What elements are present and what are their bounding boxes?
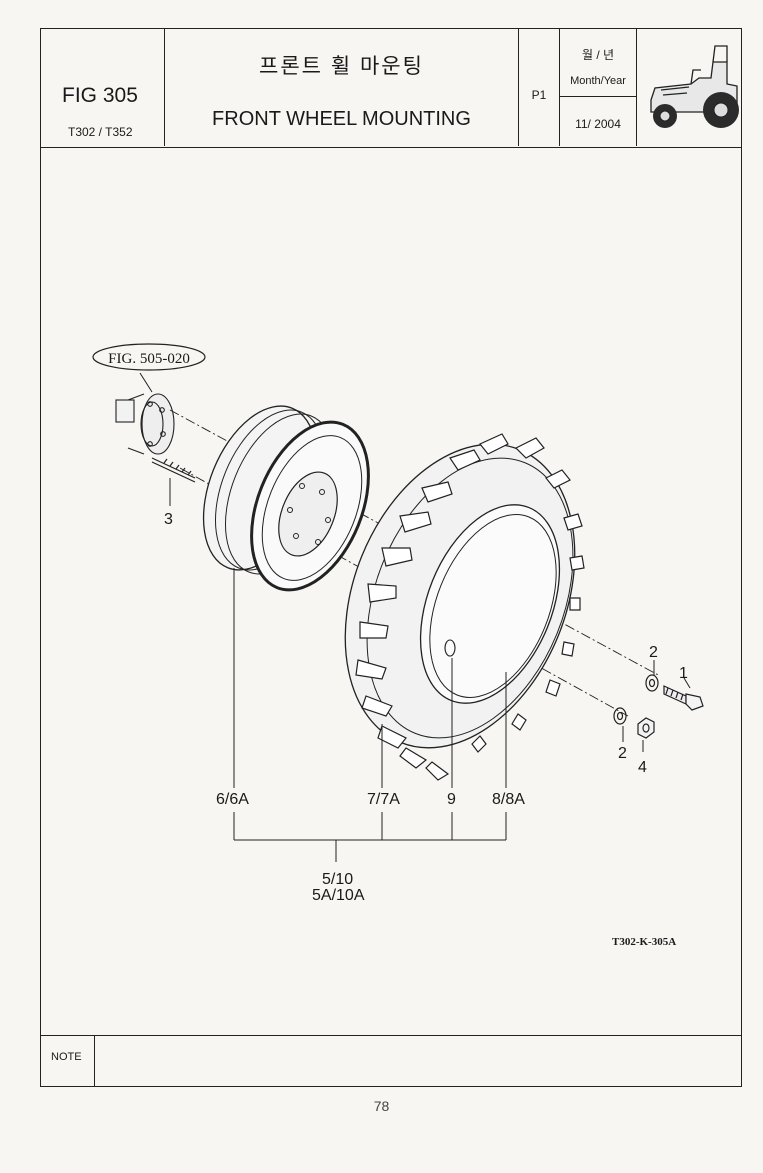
drawing-code: T302-K-305A — [612, 936, 677, 948]
date-divider — [560, 96, 636, 97]
tractor-icon — [650, 45, 739, 128]
date-label: Month/Year — [570, 75, 626, 87]
wheel-rim — [202, 405, 370, 592]
callout-2-lower: 2 — [618, 745, 627, 762]
model-numbers: T302 / T352 — [68, 125, 133, 139]
english-title: FRONT WHEEL MOUNTING — [212, 108, 471, 130]
title-block: FIG 305 T302 / T352 프론트 휠 마운팅 FRONT WHEE… — [40, 28, 742, 148]
svg-text:FIG. 505-020: FIG. 505-020 — [108, 351, 190, 367]
stud-bolt — [151, 457, 196, 483]
washer — [613, 674, 659, 725]
sheet-number: P1 — [531, 88, 547, 102]
callout-3: 3 — [164, 511, 173, 528]
figure-cell: FIG 305 T302 / T352 — [40, 28, 165, 146]
note-label: NOTE — [51, 1051, 82, 1063]
bolt — [663, 685, 704, 711]
note-field — [95, 1036, 742, 1086]
callout-8-8a: 8/8A — [492, 791, 525, 808]
page-number: 78 — [373, 1098, 390, 1114]
date-cell: 월 / 년 Month/Year 11/ 2004 — [560, 28, 637, 146]
note-row: NOTE — [40, 1035, 742, 1087]
callout-7-7a: 7/7A — [367, 791, 400, 808]
fig-reference-label: FIG. 505-020 — [92, 343, 206, 371]
thumbnail-cell — [637, 28, 742, 146]
korean-title: 프론트 휠 마운팅 — [259, 55, 424, 78]
callout-5a-10a: 5A/10A — [312, 887, 365, 904]
callout-6-6a: 6/6A — [216, 791, 249, 808]
date-value: 11/ 2004 — [575, 117, 621, 131]
callout-2-upper: 2 — [649, 644, 658, 661]
page-frame — [40, 28, 742, 1087]
callout-5-10: 5/10 — [322, 871, 353, 888]
callout-9: 9 — [447, 791, 456, 808]
figure-number: FIG 305 — [62, 84, 138, 107]
exploded-view-diagram: FIG. 505-020 — [92, 343, 704, 904]
nut — [637, 717, 655, 739]
title-cell: 프론트 휠 마운팅 FRONT WHEEL MOUNTING — [165, 28, 519, 146]
page-cell: P1 — [519, 28, 560, 146]
tube-valve — [444, 639, 456, 657]
hub-flange — [115, 393, 175, 455]
note-label-cell: NOTE — [40, 1036, 95, 1086]
tire — [344, 433, 585, 781]
date-label-korean: 월 / 년 — [581, 48, 615, 62]
callout-1: 1 — [679, 665, 688, 682]
callout-4: 4 — [638, 759, 647, 776]
